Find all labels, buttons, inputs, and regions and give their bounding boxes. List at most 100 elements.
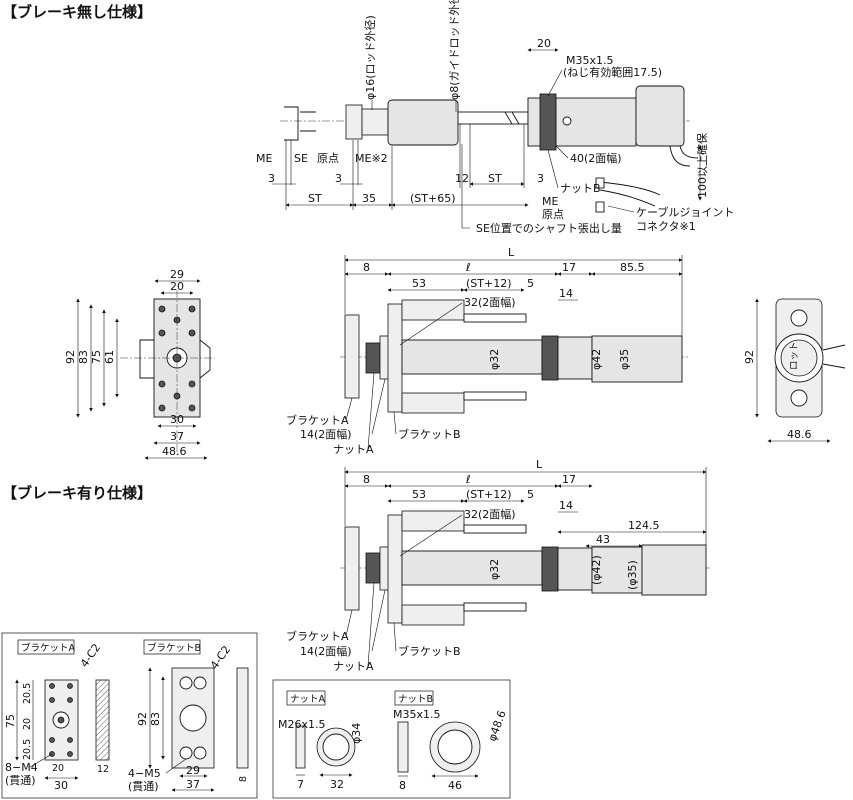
top-mount-hole (562, 116, 572, 126)
top-se: SE (294, 152, 308, 165)
top-me2: ME (542, 195, 558, 208)
brake-dim-43: 43 (596, 533, 610, 546)
nut-b-tag-box (394, 690, 434, 706)
leader-a-holes (29, 753, 53, 768)
bracket-b-bore (179, 704, 207, 732)
end-left-w37: 37 (170, 430, 184, 443)
top-thread-note: (ねじ有効範囲17.5) (563, 65, 662, 79)
hole (49, 737, 55, 743)
brake-dia-35: (φ35) (626, 560, 639, 590)
brake-guide-top (401, 510, 465, 532)
top-st-plus-65: (ST+65) (410, 192, 456, 205)
leader-14 (371, 378, 386, 435)
leader-nutb (547, 149, 559, 189)
brake-flats-14: 14(2面幅) (300, 645, 352, 658)
brake-nut-a (365, 552, 381, 584)
top-nut-b (539, 93, 557, 151)
bracket-b-hole-tl (179, 676, 193, 690)
top-cable-joint: ケーブルジョイント (636, 205, 734, 219)
top-nut-b: ナットB (560, 182, 601, 195)
end-left-h61: 61 (103, 350, 116, 364)
bracket-a-chamfer: 4-C2 (78, 641, 103, 669)
bracket-b-holes-note: (貫通) (128, 780, 159, 793)
brake-dim-5: 5 (527, 488, 534, 501)
end-left-w48-6: 48.6 (162, 445, 187, 458)
nut-a-side (295, 725, 306, 769)
side-dim-85-5: 85.5 (620, 261, 645, 274)
end-left-w20: 20 (170, 280, 184, 293)
end-left-h83: 83 (77, 350, 90, 364)
top-cable (669, 145, 699, 167)
bracket-a-12: 12 (97, 764, 109, 775)
brake-guide-rod-top (463, 524, 527, 534)
side-guide-top (401, 299, 465, 321)
nut-detail-box: ナットA ナットB M26x1.5 φ34 7 32 M35x1.5 φ48.6… (272, 679, 511, 799)
nut-a-thread: M26x1.5 (278, 718, 326, 731)
end-left-w29: 29 (170, 268, 184, 281)
nut-b-8: 8 (399, 779, 406, 792)
end-view-left: 29 20 92 83 75 61 30 37 48.6 (64, 268, 215, 460)
brake-ell: ℓ (465, 473, 471, 486)
side-motor (591, 335, 683, 383)
bracket-a-tag: ブラケットA (21, 642, 76, 654)
bracket-a-20-small: 20 (52, 763, 64, 774)
bracket-b-tag-box (143, 639, 201, 655)
brake-st-plus-12: (ST+12) (466, 488, 512, 501)
brake-dim-53: 53 (412, 488, 426, 501)
side-nut-b (541, 335, 559, 381)
brake-bracket-b-label: ブラケットB (398, 644, 461, 658)
hole (67, 697, 73, 703)
brake-guide-rod-bottom (463, 602, 527, 612)
bracket-b-hole-br (193, 746, 207, 760)
bracket-frame (1, 632, 258, 799)
hole (188, 305, 196, 313)
bracket-a-h75: 75 (4, 714, 17, 728)
brake-dim-17: 17 (562, 473, 576, 486)
nut-b-thread: M35x1.5 (393, 708, 441, 721)
side-ell: ℓ (465, 261, 471, 274)
nut-frame (272, 679, 511, 799)
leader-b14 (371, 589, 386, 652)
end-right-h92: 92 (743, 350, 756, 364)
top-st: ST (488, 172, 502, 185)
nut-a-inner (322, 733, 350, 761)
top-view: φ16(ロッド外径) φ8(ガイドロッド外径) 20 M35x1.5 (ねじ有効… (256, 0, 734, 235)
side-st-plus-12: (ST+12) (466, 277, 512, 290)
bracket-b-tag: ブラケットB (147, 642, 201, 654)
end-view-right: ロット 92 48.6 (743, 298, 846, 443)
top-dim-35: 35 (362, 192, 376, 205)
side-dim-8: 8 (363, 261, 370, 274)
leader-bnuta (367, 582, 375, 667)
brake-bracket-a (344, 526, 360, 611)
top-motor-end (635, 85, 685, 147)
side-flats-32: 32(2面幅) (464, 296, 516, 309)
nut-b-dia: φ48.6 (486, 709, 509, 743)
side-nut-a-label: ナットA (333, 443, 374, 456)
title-no-brake: 【ブレーキ無し仕様】 (2, 3, 152, 21)
leader-ba (345, 397, 353, 421)
bracket-b-holes: 4−M5 (128, 767, 161, 780)
top-thread: M35x1.5 (566, 54, 614, 67)
hole (188, 380, 196, 388)
nut-a-32: 32 (330, 778, 344, 791)
top-cable-min: 100以上確保 (695, 133, 709, 198)
top-me-note: ME※2 (355, 152, 388, 165)
top-se-note: SE位置でのシャフト張出し量 (476, 221, 622, 235)
hole (158, 305, 166, 313)
side-bracket-a-label: ブラケットA (286, 413, 349, 427)
top-guide-rod-break (504, 111, 520, 125)
top-rod-end-lines (300, 111, 316, 132)
bracket-b-29: 29 (186, 764, 200, 777)
side-view: L 8 ℓ 17 85.5 53 (ST+12) 5 14 32(2面幅) φ3… (286, 246, 690, 456)
end-right-hole-bottom (790, 389, 808, 407)
side-bracket-b-label: ブラケットB (398, 427, 461, 441)
side-dim-14: 14 (559, 287, 573, 300)
side-L: L (508, 246, 515, 259)
brake-flats-32: 32(2面幅) (464, 508, 516, 521)
top-dim-3a: 3 (268, 172, 275, 185)
side-dia-32: φ32 (488, 349, 501, 370)
nut-b-46: 46 (448, 779, 462, 792)
top-connector-1 (595, 177, 605, 189)
bracket-a-holes-note: (貫通) (5, 774, 36, 787)
